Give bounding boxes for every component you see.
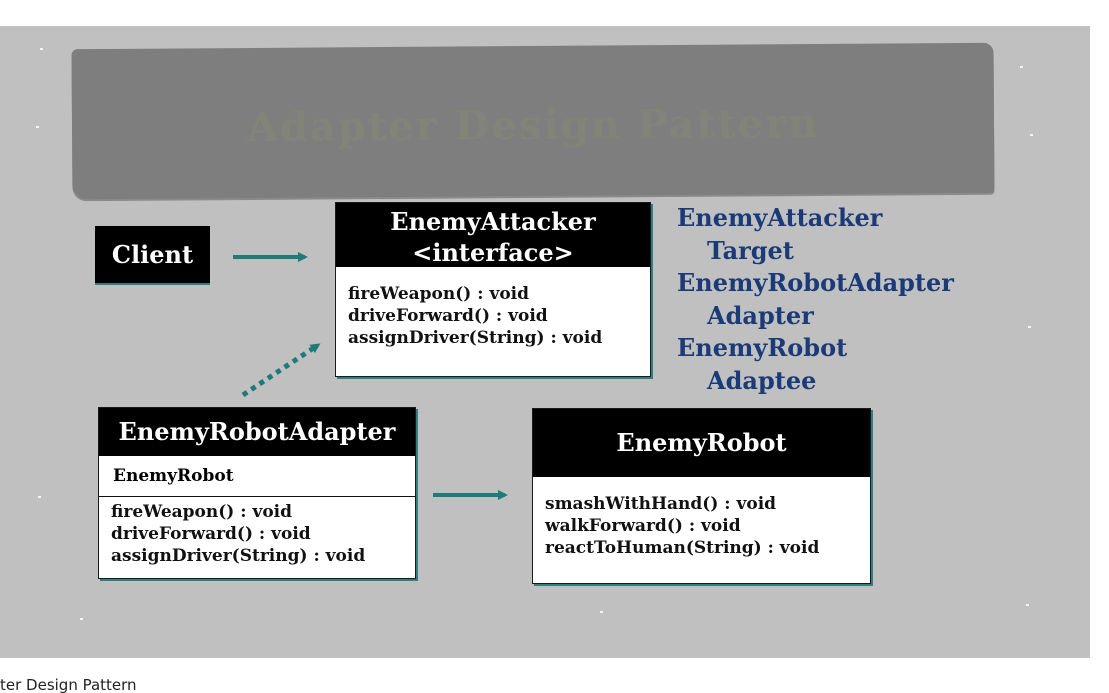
noise-speck (1030, 134, 1033, 136)
operation: reactToHuman(String) : void (545, 538, 820, 558)
enemy-robot-adapter-header: EnemyRobotAdapter (99, 408, 415, 456)
noise-speck (1020, 66, 1023, 68)
enemy-robot-header: EnemyRobot (533, 409, 870, 477)
noise-speck (38, 496, 41, 498)
realization-arrow (241, 342, 321, 398)
legend-role: Adapter (707, 300, 814, 330)
legend-role: Target (707, 235, 794, 265)
enemy-robot-class: EnemyRobot smashWithHand() : void walkFo… (532, 408, 871, 584)
relationship-arrows (233, 252, 508, 500)
noise-speck (36, 126, 39, 128)
enemy-robot-adapter-attribute: EnemyRobot (99, 456, 415, 497)
enemy-attacker-class: EnemyAttacker <interface> fireWeapon() :… (335, 202, 651, 377)
enemy-robot-adapter-operations: fireWeapon() : void driveForward() : voi… (99, 497, 415, 567)
operation: driveForward() : void (348, 306, 548, 326)
noise-speck (1028, 326, 1031, 328)
operation: smashWithHand() : void (545, 494, 777, 514)
slide-canvas: Adapter Design Pattern Client EnemyAttac… (0, 26, 1090, 658)
noise-speck (40, 48, 43, 50)
legend-class-name: EnemyAttacker (677, 203, 883, 232)
legend-role: Adaptee (707, 365, 817, 395)
figure-caption: ter Design Pattern (0, 676, 137, 693)
operation: driveForward() : void (111, 524, 311, 544)
client-label: Client (111, 240, 194, 269)
enemy-attacker-stereotype: <interface> (412, 238, 574, 267)
operation: assignDriver(String) : void (111, 546, 366, 566)
role-legend: EnemyAttacker Target EnemyRobotAdapter A… (677, 202, 954, 397)
noise-speck (1026, 604, 1029, 606)
enemy-attacker-name: EnemyAttacker (390, 207, 596, 236)
legend-class-name: EnemyRobotAdapter (677, 268, 954, 297)
enemy-attacker-header: EnemyAttacker <interface> (336, 203, 650, 267)
enemy-attacker-operations: fireWeapon() : void driveForward() : voi… (336, 267, 650, 349)
noise-speck (600, 611, 603, 613)
enemy-robot-operations: smashWithHand() : void walkForward() : v… (533, 477, 870, 559)
legend-class-name: EnemyRobot (677, 333, 848, 362)
client-box: Client (95, 226, 210, 285)
operation: assignDriver(String) : void (348, 328, 603, 348)
operation: fireWeapon() : void (348, 284, 530, 304)
operation: fireWeapon() : void (111, 502, 293, 522)
noise-speck (80, 618, 83, 620)
operation: walkForward() : void (545, 516, 741, 536)
enemy-robot-adapter-class: EnemyRobotAdapter EnemyRobot fireWeapon(… (98, 407, 416, 579)
